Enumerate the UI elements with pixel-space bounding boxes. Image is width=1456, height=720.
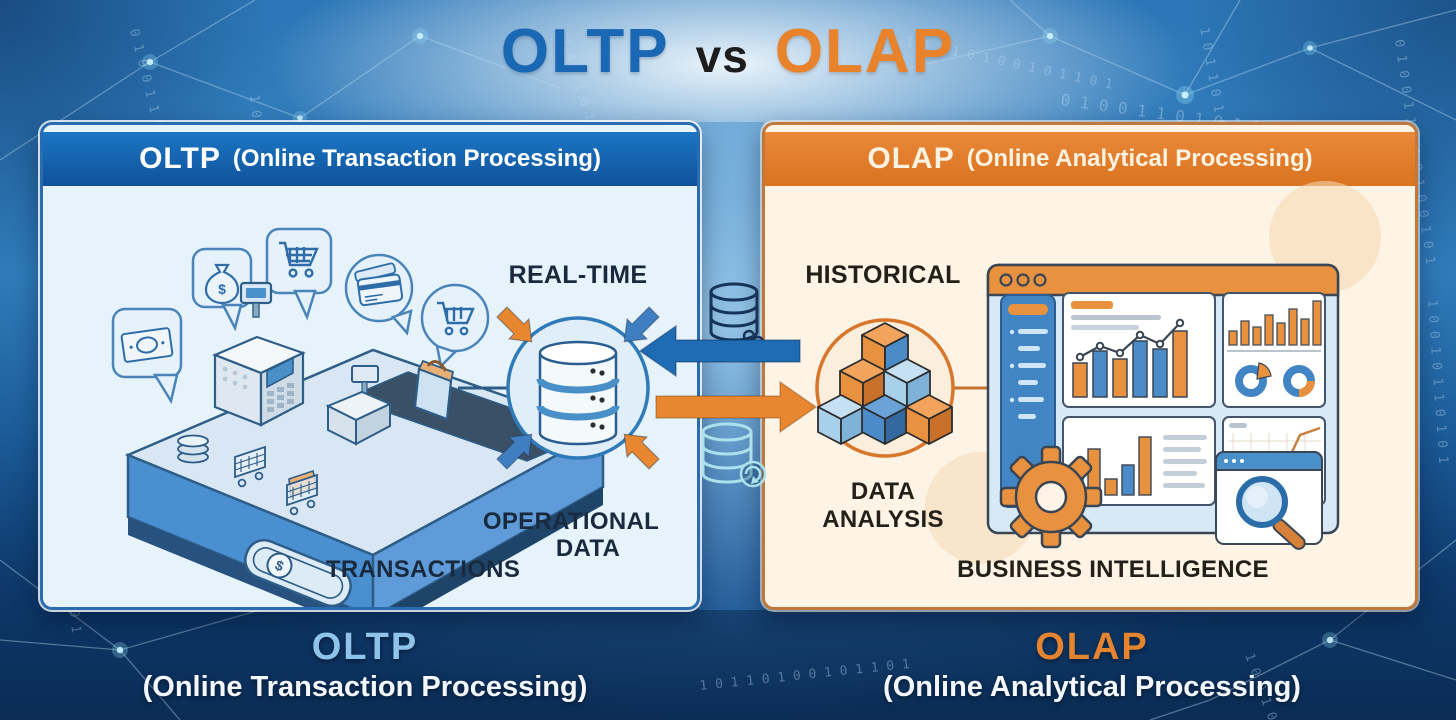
window-dot-icon: [1033, 273, 1047, 287]
data-analysis-label: DATA: [850, 478, 916, 505]
page-title: OLTP vs OLAP: [0, 16, 1456, 87]
combo-chart-card: [1062, 292, 1216, 408]
olap-header-acronym: OLAP: [867, 142, 955, 175]
mini-cart-icon: [286, 469, 318, 516]
cube-stack-icon: [815, 318, 955, 458]
operational-data-label: OPERATIONAL: [482, 508, 660, 535]
olap-footer-caption: OLAP (Online Analytical Processing): [787, 626, 1397, 704]
network-nodes: [112, 28, 1338, 658]
credit-card-bubble-icon: [344, 253, 414, 336]
inward-arrows: [496, 306, 660, 470]
svg-text:$: $: [218, 281, 226, 297]
checkout-counter-icon: $: [124, 281, 607, 607]
olap-illustration: [815, 181, 1381, 564]
cash-plate-icon: $: [244, 538, 352, 607]
olap-footer-full: (Online Analytical Processing): [883, 671, 1301, 703]
data-analysis-label-line2: ANALYSIS: [822, 506, 944, 533]
browser-titlebar: [986, 263, 1340, 297]
database-cycle-icon: [496, 306, 660, 470]
window-dot-icon: [999, 273, 1013, 287]
cart-bubble-icon: [265, 227, 333, 321]
business-intelligence-label: BUSINESS INTELLIGENCE: [957, 556, 1269, 583]
banknote-bubble-icon: [111, 307, 183, 405]
oltp-header-full: (Online Transaction Processing): [232, 145, 601, 172]
oltp-footer-full: (Online Transaction Processing): [142, 671, 588, 703]
olap-header-full: (Online Analytical Processing): [966, 145, 1313, 172]
mini-cart-icon: [234, 445, 266, 488]
title-vs: vs: [695, 30, 749, 82]
oltp-footer-caption: OLTP (Online Transaction Processing): [60, 626, 670, 704]
svg-text:1 0 0 1 0 1 1 0 1 0 1: 1 0 0 1 0 1 1 0 1 0 1: [1424, 299, 1450, 464]
money-bag-bubble-icon: $: [191, 247, 253, 332]
center-gap-band: [698, 122, 764, 610]
title-olap: OLAP: [774, 17, 956, 86]
magnifier-window-icon: [1215, 451, 1323, 550]
olap-footer-acronym: OLAP: [1035, 626, 1149, 668]
olap-panel: OLAP (Online Analytical Processing): [762, 122, 1418, 610]
cash-register-icon: [212, 281, 306, 427]
bars-donuts-card: [1222, 292, 1326, 408]
historical-label: HISTORICAL: [805, 261, 961, 289]
coins-icon: [177, 434, 209, 464]
title-oltp: OLTP: [500, 17, 670, 86]
shopping-bag-icon: [413, 359, 455, 421]
transactions-label: TRANSACTIONS: [325, 556, 521, 583]
oltp-header-acronym: OLTP: [139, 142, 221, 175]
cart-circle-bubble-icon: [420, 283, 490, 369]
oltp-panel: OLTP (Online Transaction Processing) $: [40, 122, 700, 610]
oltp-panel-header: OLTP (Online Transaction Processing): [43, 132, 697, 186]
gear-icon: [999, 445, 1103, 549]
real-time-label: REAL-TIME: [508, 261, 648, 289]
window-dot-icon: [1016, 273, 1030, 287]
olap-panel-header: OLAP (Online Analytical Processing): [765, 132, 1415, 186]
magnifier-icon: [1236, 476, 1306, 550]
oltp-footer-acronym: OLTP: [311, 626, 419, 668]
operational-data-label-line2: DATA: [555, 535, 621, 562]
oltp-illustration: $: [111, 227, 660, 607]
checkout-terminal-icon: [325, 365, 393, 446]
